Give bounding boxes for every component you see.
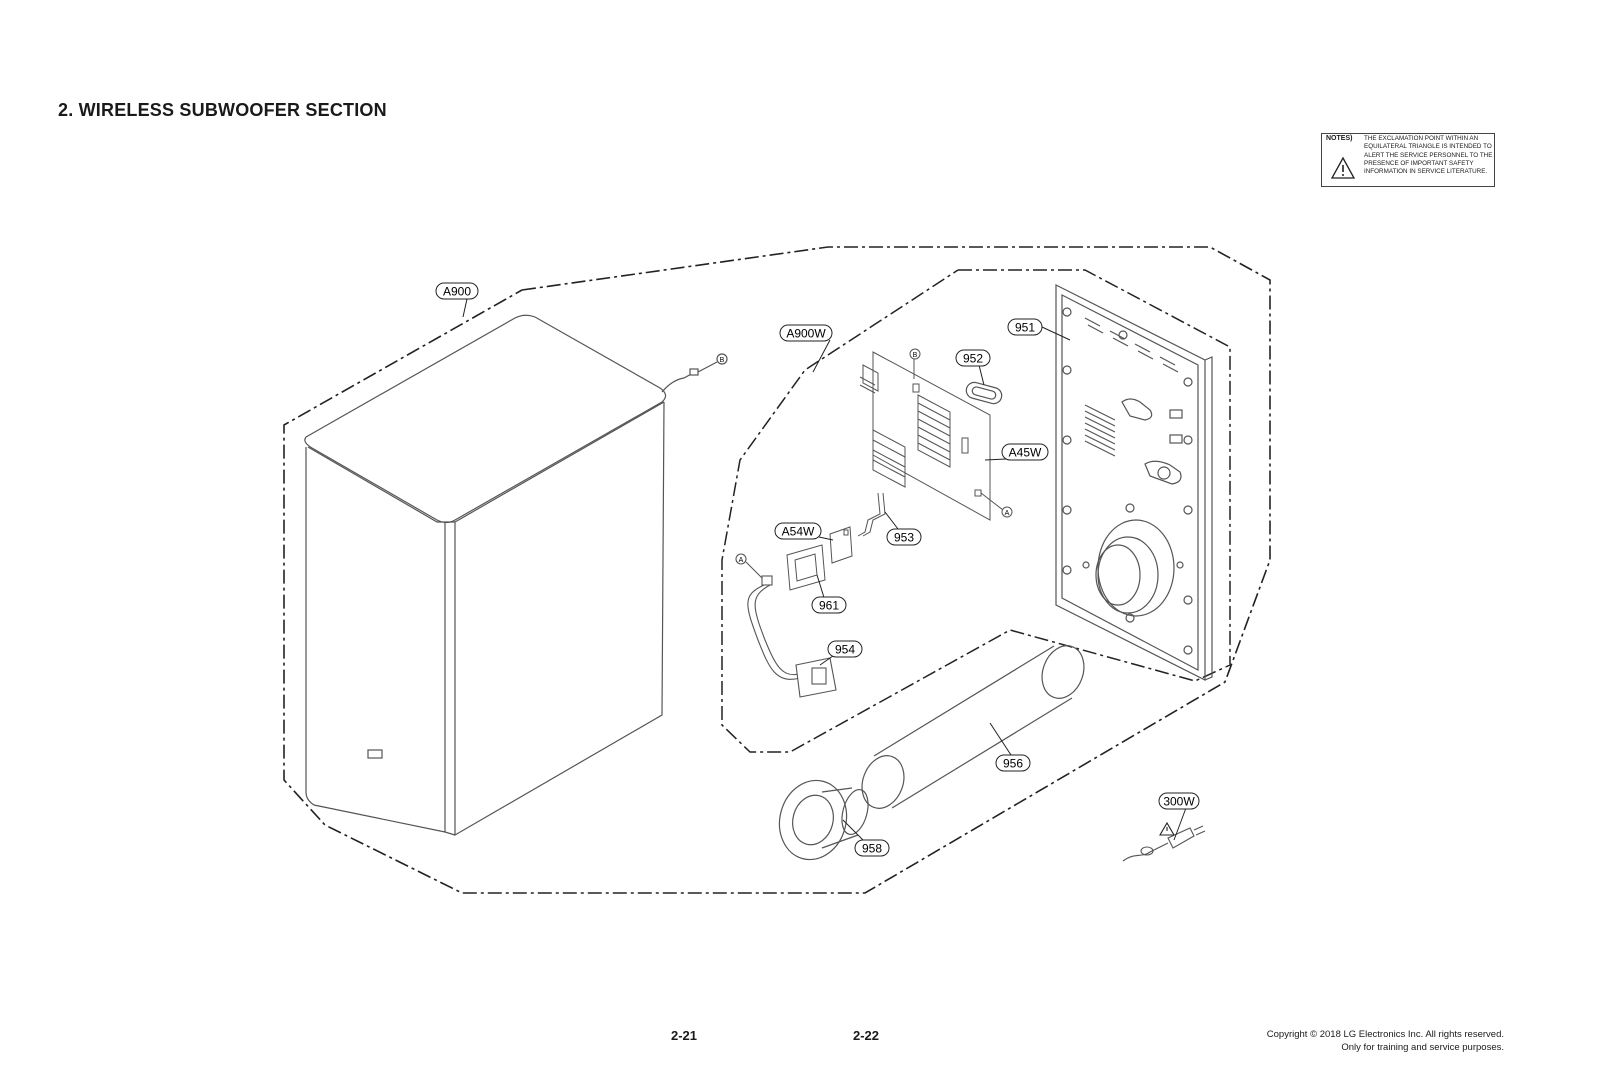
svg-text:961: 961 [819,599,839,613]
copyright-line-1: Copyright © 2018 LG Electronics Inc. All… [1266,1029,1504,1040]
svg-text:951: 951 [1015,321,1035,335]
svg-text:952: 952 [963,352,983,366]
warning-triangle-icon [1330,156,1356,179]
svg-text:300W: 300W [1163,795,1195,809]
callout-956: 956 [995,754,1031,772]
connector-b-label-2: B [913,352,918,359]
part-953-flat-cable [857,492,881,537]
part-a54w-module [829,526,853,564]
callout-a900: A900 [435,282,479,300]
svg-text:958: 958 [862,842,882,856]
svg-text:A900W: A900W [786,327,826,341]
svg-text:A900: A900 [443,285,471,299]
part-954-cable [735,553,837,698]
callout-300w: 300W [1158,792,1200,810]
safety-notes-box: NOTES) THE EXCLAMATION POINT WITHIN AN E… [1321,133,1495,187]
part-951-back-panel [1055,284,1213,681]
svg-text:956: 956 [1003,757,1023,771]
subwoofer-cabinet [304,314,728,837]
callout-952: 952 [955,349,991,367]
copyright-notice: Copyright © 2018 LG Electronics Inc. All… [1267,1028,1504,1054]
copyright-line-2: Only for training and service purposes. [1341,1042,1504,1053]
main-pcb [859,348,1013,521]
part-956-port-tube [861,645,1085,809]
assembly-boundary-a900 [283,246,1271,894]
connector-a-label-2: A [739,557,744,564]
connector-b-label: B [720,357,725,364]
page-number-left: 2-21 [671,1028,698,1043]
callout-958: 958 [854,839,890,857]
part-952-gasket [965,381,1003,405]
callout-951: 951 [1007,318,1043,336]
callout-953: 953 [886,528,922,546]
svg-text:A54W: A54W [782,525,815,539]
notes-text: THE EXCLAMATION POINT WITHIN AN EQUILATE… [1364,135,1493,176]
callout-a45w: A45W [1001,443,1049,461]
part-958-flared-port [778,779,869,861]
part-300w-power-cord [1122,821,1206,862]
notes-label: NOTES) [1326,135,1353,142]
page-title: 2. WIRELESS SUBWOOFER SECTION [58,100,387,120]
assembly-boundary-a900w [721,269,1231,753]
page-number-right: 2-22 [853,1028,880,1043]
callout-a54w: A54W [774,522,822,540]
svg-text:954: 954 [835,643,855,657]
callout-961: 961 [811,596,847,614]
callout-a900w: A900W [779,324,833,342]
connector-a-label: A [1005,510,1010,517]
svg-text:A45W: A45W [1009,446,1042,460]
callout-954: 954 [827,640,863,658]
svg-text:953: 953 [894,531,914,545]
